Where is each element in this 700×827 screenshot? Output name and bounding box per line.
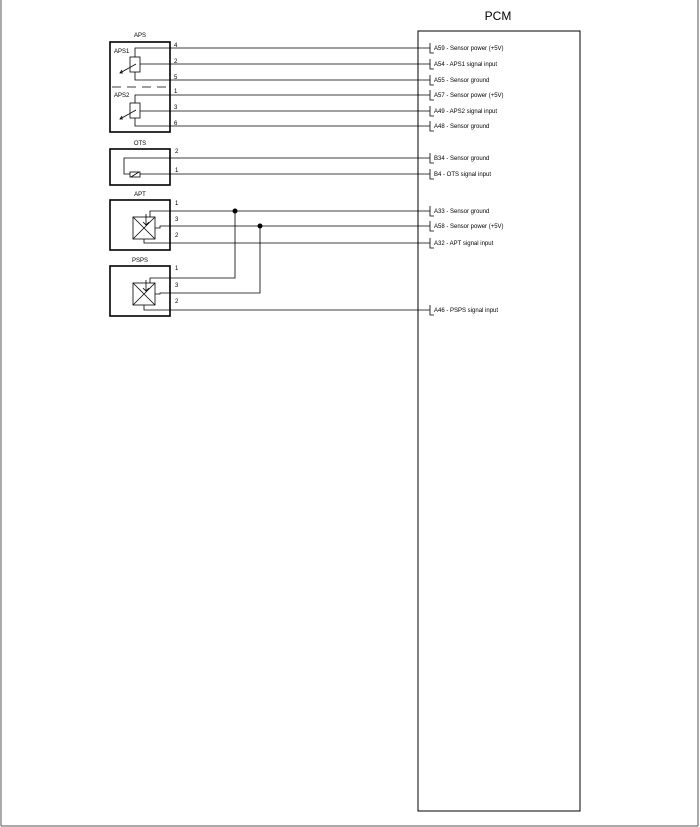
pcm-pin-label: A46 - PSPS signal input	[434, 308, 498, 314]
ots-box	[109, 148, 171, 186]
aps-pin-1: 1	[174, 89, 178, 95]
apt-box	[109, 199, 171, 251]
pcm-terminal: A57 - Sensor power (+5V)	[429, 90, 504, 101]
apt-sensor-symbol	[132, 210, 430, 244]
aps-label: APS	[134, 33, 146, 39]
pcm-pin-label: B34 - Sensor ground	[434, 156, 489, 162]
apt-pin-3: 3	[175, 217, 179, 223]
aps-pin-4: 4	[174, 43, 178, 49]
psps-pin-2: 2	[175, 299, 179, 305]
pcm-pin-label: A48 - Sensor ground	[434, 124, 489, 130]
aps-pin-3: 3	[174, 105, 178, 111]
pcm-terminal: A58 - Sensor power (+5V)	[429, 221, 504, 232]
pcm-pin-label: A49 - APS2 signal input	[434, 109, 497, 115]
aps-box	[109, 41, 171, 133]
psps-box	[109, 265, 171, 317]
pcm-pin-label: A59 - Sensor power (+5V)	[434, 46, 504, 52]
ots-pin-2: 2	[175, 149, 179, 155]
pcm-terminal: A54 - APS1 signal input	[429, 59, 497, 70]
pcm-terminal: A48 - Sensor ground	[429, 121, 489, 132]
pcm-terminal: A32 - APT signal input	[429, 238, 494, 249]
pcm-pin-label: A57 - Sensor power (+5V)	[434, 93, 504, 99]
pcm-box	[417, 30, 581, 812]
wire-psps-ground	[170, 211, 236, 279]
wire-psps-power	[170, 226, 261, 294]
pcm-title: PCM	[485, 9, 512, 23]
aps2-sensor-symbol	[119, 94, 430, 127]
aps1-label: APS1	[114, 49, 130, 55]
pcm-pin-label: A33 - Sensor ground	[434, 209, 489, 215]
aps1-sensor-symbol	[119, 47, 430, 81]
ots-sensor-symbol	[123, 157, 430, 178]
apt-pin-1: 1	[175, 201, 179, 207]
apt-pin-2: 2	[175, 233, 179, 239]
pcm-terminal: A59 - Sensor power (+5V)	[429, 43, 504, 54]
pcm-pin-label: A54 - APS1 signal input	[434, 62, 497, 68]
psps-label: PSPS	[132, 258, 148, 264]
pcm-terminal: B34 - Sensor ground	[429, 153, 489, 164]
ots-label: OTS	[134, 141, 146, 147]
pcm-pin-label: A55 - Sensor ground	[434, 78, 489, 84]
pcm-terminal: A55 - Sensor ground	[429, 75, 489, 86]
aps-pin-5: 5	[174, 75, 178, 81]
pcm-pin-label: A58 - Sensor power (+5V)	[434, 224, 504, 230]
pcm-terminal: A46 - PSPS signal input	[429, 305, 498, 316]
pcm-pin-label: A32 - APT signal input	[434, 241, 494, 247]
pcm-terminal: A33 - Sensor ground	[429, 206, 489, 217]
aps-pin-2: 2	[174, 59, 178, 65]
psps-pin-3: 3	[175, 283, 179, 289]
psps-pin-1: 1	[175, 266, 179, 272]
aps2-label: APS2	[114, 93, 130, 99]
pcm-terminal: B4 - OTS signal input	[429, 169, 491, 180]
apt-label: APT	[134, 192, 146, 198]
psps-sensor-symbol	[132, 277, 430, 311]
ots-pin-1: 1	[175, 168, 179, 174]
pcm-terminal: A49 - APS2 signal input	[429, 106, 497, 117]
pcm-pin-label: B4 - OTS signal input	[434, 172, 491, 178]
aps-pin-6: 6	[174, 121, 178, 127]
